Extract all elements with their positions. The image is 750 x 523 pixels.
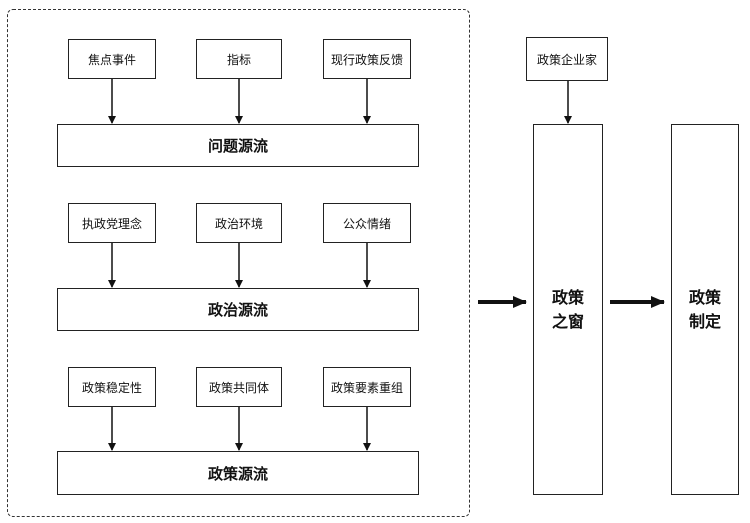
policy-window-line1: 政策: [551, 287, 584, 307]
policy-stream-box: 政策源流: [57, 451, 419, 495]
policy-entrepreneur-box: 政策企业家: [526, 37, 608, 81]
problem-stream-box: 问题源流: [57, 124, 419, 167]
political-stream-box: 政治源流: [57, 288, 419, 331]
streams-container: [7, 9, 470, 517]
policy-window-line2: 之窗: [551, 311, 584, 331]
policy-making-box: 政策 制定: [671, 124, 739, 495]
policy-making-line2: 制定: [688, 311, 721, 331]
input-political-environment: 政治环境: [196, 203, 282, 243]
input-policy-element-recombination: 政策要素重组: [323, 367, 411, 407]
input-policy-stability: 政策稳定性: [68, 367, 156, 407]
input-ruling-party-ideology: 执政党理念: [68, 203, 156, 243]
policy-making-line1: 政策: [688, 287, 721, 307]
policy-window-box: 政策 之窗: [533, 124, 603, 495]
input-policy-community: 政策共同体: [196, 367, 282, 407]
input-public-mood: 公众情绪: [323, 203, 411, 243]
input-policy-feedback: 现行政策反馈: [323, 39, 411, 79]
input-focus-event: 焦点事件: [68, 39, 156, 79]
input-indicators: 指标: [196, 39, 282, 79]
